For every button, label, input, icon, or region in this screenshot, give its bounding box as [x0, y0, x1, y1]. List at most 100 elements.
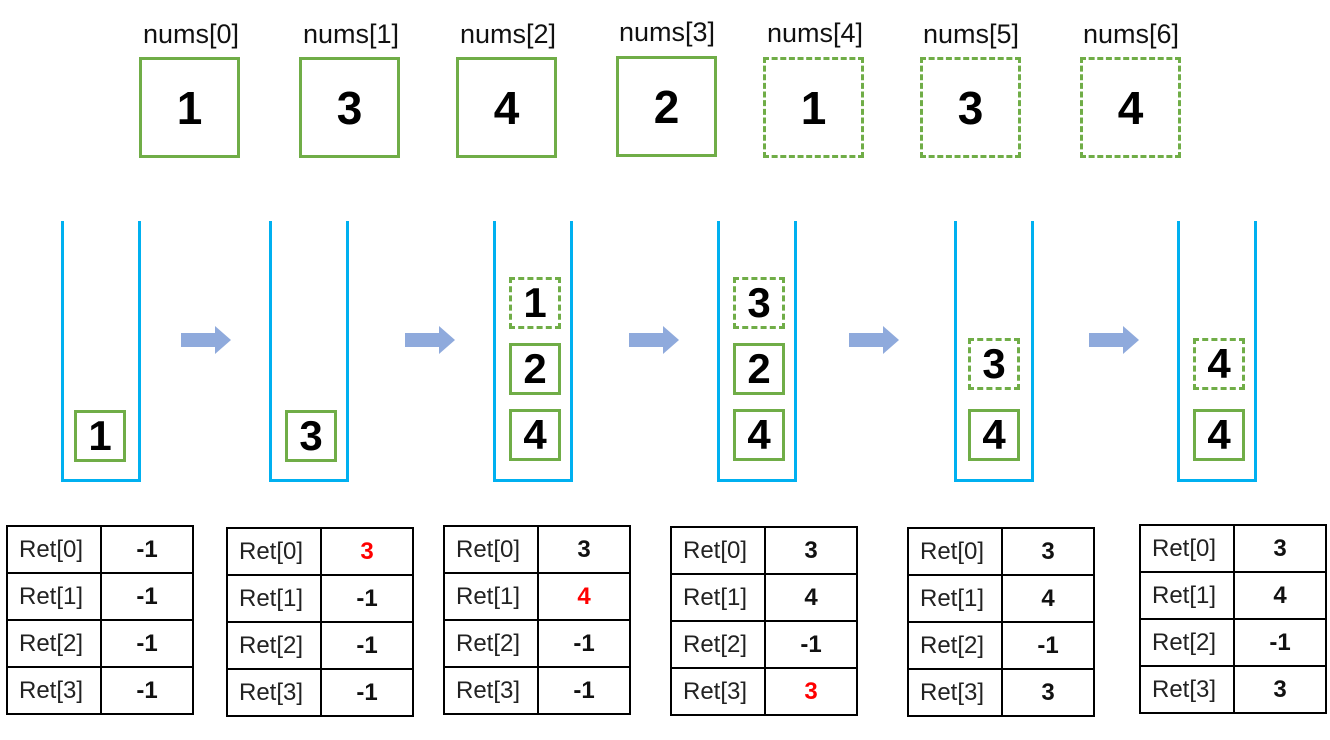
table-row: Ret[0]3: [1139, 524, 1327, 573]
ret-key: Ret[2]: [907, 621, 1003, 670]
ret-key: Ret[2]: [1139, 618, 1235, 667]
ret-value: 3: [1001, 527, 1095, 576]
table-row: Ret[1]4: [907, 574, 1095, 623]
ret-value: -1: [100, 619, 194, 668]
ret-value: 3: [764, 526, 858, 575]
ret-key: Ret[1]: [1139, 571, 1235, 620]
ret-key: Ret[3]: [443, 666, 539, 715]
table-row: Ret[2]-1: [1139, 618, 1327, 667]
stack-step-1: 1: [61, 221, 141, 482]
stack-step-4: 4 2 3: [717, 221, 797, 482]
ret-key: Ret[3]: [226, 668, 322, 717]
ret-key: Ret[1]: [670, 573, 766, 622]
nums-cell: 1: [139, 57, 240, 158]
ret-key: Ret[2]: [226, 621, 322, 670]
ret-value: 4: [764, 573, 858, 622]
table-row: Ret[3]3: [670, 667, 858, 716]
nums-label: nums[1]: [302, 19, 400, 49]
nums-cell: 3: [299, 57, 400, 158]
ret-table-step-4: Ret[0]3 Ret[1]4 Ret[2]-1 Ret[3]3: [670, 526, 858, 716]
ret-table-step-5: Ret[0]3 Ret[1]4 Ret[2]-1 Ret[3]3: [907, 527, 1095, 717]
table-row: Ret[0]3: [443, 525, 631, 574]
stack-item: 2: [733, 343, 785, 395]
table-row: Ret[0]3: [907, 527, 1095, 576]
table-row: Ret[3]3: [907, 668, 1095, 717]
table-row: Ret[1]4: [1139, 571, 1327, 620]
nums-cell: 2: [616, 56, 717, 157]
stack-step-5: 4 3: [954, 221, 1034, 482]
ret-value: -1: [100, 666, 194, 715]
ret-key: Ret[3]: [907, 668, 1003, 717]
stack-item: 4: [968, 409, 1020, 461]
stack-step-3: 4 2 1: [493, 221, 573, 482]
ret-key: Ret[0]: [443, 525, 539, 574]
ret-value: -1: [320, 574, 414, 623]
nums-label: nums[0]: [142, 19, 240, 49]
stack-item: 1: [74, 410, 126, 462]
right-arrow-icon: [629, 326, 679, 354]
table-row: Ret[2]-1: [6, 619, 194, 668]
ret-key: Ret[0]: [670, 526, 766, 575]
ret-value: -1: [764, 620, 858, 669]
ret-value: 4: [1001, 574, 1095, 623]
nums-cell-dashed: 1: [763, 57, 864, 158]
stack-item-dashed: 3: [733, 277, 785, 329]
ret-key: Ret[0]: [907, 527, 1003, 576]
ret-value: 3: [537, 525, 631, 574]
nums-cell-dashed: 4: [1080, 57, 1181, 158]
ret-key: Ret[1]: [907, 574, 1003, 623]
table-row: Ret[0]-1: [6, 525, 194, 574]
ret-value: -1: [100, 525, 194, 574]
ret-value: 3: [1233, 524, 1327, 573]
ret-value: -1: [537, 666, 631, 715]
right-arrow-icon: [405, 326, 455, 354]
ret-value-highlighted: 3: [764, 667, 858, 716]
table-row: Ret[1]4: [670, 573, 858, 622]
ret-value: -1: [1233, 618, 1327, 667]
ret-value-highlighted: 4: [537, 572, 631, 621]
stack-item: 3: [285, 410, 337, 462]
ret-key: Ret[3]: [6, 666, 102, 715]
table-row: Ret[3]-1: [226, 668, 414, 717]
ret-key: Ret[2]: [670, 620, 766, 669]
ret-value: -1: [320, 668, 414, 717]
ret-key: Ret[2]: [443, 619, 539, 668]
table-row: Ret[3]-1: [443, 666, 631, 715]
table-row: Ret[3]-1: [6, 666, 194, 715]
nums-label: nums[2]: [459, 19, 557, 49]
nums-cell: 4: [456, 57, 557, 158]
table-row: Ret[2]-1: [670, 620, 858, 669]
stack-item-dashed: 3: [968, 338, 1020, 390]
ret-value: 3: [1001, 668, 1095, 717]
ret-key: Ret[3]: [1139, 665, 1235, 714]
nums-label: nums[3]: [618, 17, 716, 47]
stack-item: 4: [1193, 409, 1245, 461]
stack-item: 4: [509, 409, 561, 461]
ret-key: Ret[0]: [226, 527, 322, 576]
ret-key: Ret[3]: [670, 667, 766, 716]
nums-cell-dashed: 3: [920, 57, 1021, 158]
nums-label: nums[6]: [1082, 19, 1180, 49]
ret-key: Ret[2]: [6, 619, 102, 668]
table-row: Ret[1]-1: [6, 572, 194, 621]
ret-table-step-6: Ret[0]3 Ret[1]4 Ret[2]-1 Ret[3]3: [1139, 524, 1327, 714]
ret-value: 4: [1233, 571, 1327, 620]
stack-step-2: 3: [269, 221, 349, 482]
right-arrow-icon: [1089, 326, 1139, 354]
table-row: Ret[1]-1: [226, 574, 414, 623]
ret-table-step-3: Ret[0]3 Ret[1]4 Ret[2]-1 Ret[3]-1: [443, 525, 631, 715]
table-row: Ret[0]3: [670, 526, 858, 575]
ret-table-step-2: Ret[0]3 Ret[1]-1 Ret[2]-1 Ret[3]-1: [226, 527, 414, 717]
ret-value: -1: [100, 572, 194, 621]
ret-key: Ret[1]: [6, 572, 102, 621]
stack-item-dashed: 4: [1193, 338, 1245, 390]
ret-value: -1: [537, 619, 631, 668]
ret-value-highlighted: 3: [320, 527, 414, 576]
stack-item-dashed: 1: [509, 277, 561, 329]
table-row: Ret[3]3: [1139, 665, 1327, 714]
nums-label: nums[5]: [922, 19, 1020, 49]
table-row: Ret[2]-1: [443, 619, 631, 668]
ret-value: -1: [1001, 621, 1095, 670]
table-row: Ret[0]3: [226, 527, 414, 576]
table-row: Ret[2]-1: [907, 621, 1095, 670]
